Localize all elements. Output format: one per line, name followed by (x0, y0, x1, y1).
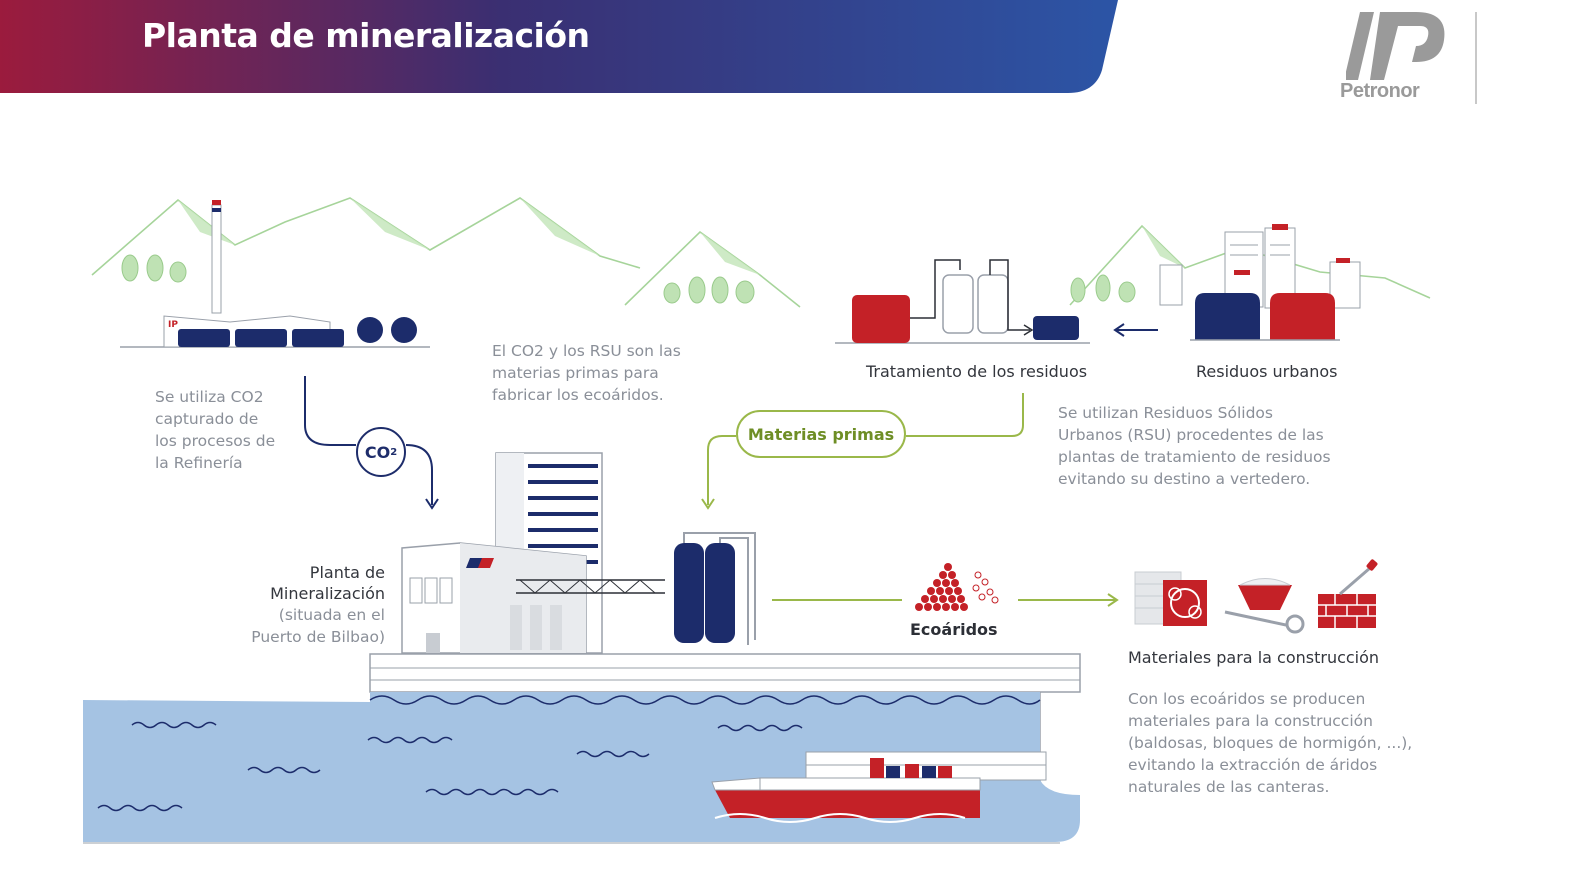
waste-treatment-plant (835, 259, 1090, 344)
rsu-description: Se utilizan Residuos Sólidos Urbanos (RS… (1058, 404, 1331, 488)
page-title: Planta de mineralización (142, 16, 590, 55)
plant-label: Planta de Mineralización (situada en el … (251, 563, 385, 646)
logo-divider (1475, 12, 1477, 104)
waste-treatment-label: Tratamiento de los residuos (866, 362, 1088, 381)
refinery-description: Se utiliza CO2 capturado de los procesos… (155, 388, 276, 472)
urban-waste-label: Residuos urbanos (1196, 362, 1338, 381)
dock (369, 653, 1081, 800)
trees (121, 254, 1136, 304)
ecoaridos-label: Ecoáridos (910, 620, 998, 639)
bricks-icon (1318, 559, 1378, 628)
petronor-logo-icon (1346, 12, 1445, 80)
ecoaridos-pile-icon (915, 563, 999, 611)
header-bar (0, 0, 1118, 93)
waste-bins (1190, 293, 1340, 341)
port-ship (711, 751, 1047, 823)
construction-description: Con los ecoáridos se producen materiales… (1128, 690, 1413, 796)
construction-tiles-icon (1134, 571, 1207, 626)
svg-text:IP: IP (168, 320, 178, 330)
raw-materials-description: El CO2 y los RSU son las materias primas… (492, 342, 681, 404)
mineralization-plant (401, 452, 756, 654)
wheelbarrow-icon (1224, 578, 1305, 634)
refinery: IP (120, 200, 430, 348)
raw-materials-pill: Materias primas (736, 410, 906, 458)
construction-materials-label: Materiales para la construcción (1128, 648, 1380, 667)
logo-text: Petronor (1340, 80, 1420, 102)
